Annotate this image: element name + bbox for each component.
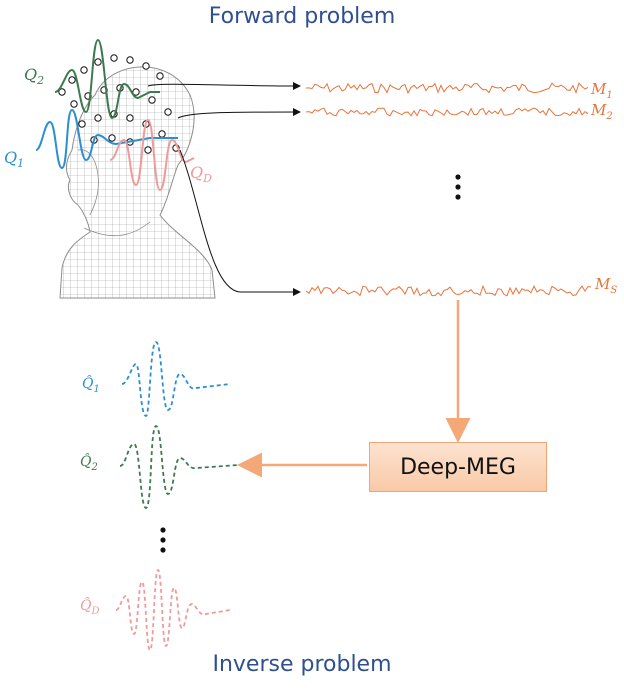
sensor-circle [158, 130, 166, 138]
estimate-waveform-q2 [119, 425, 239, 509]
source-waveform-q1 [35, 108, 178, 170]
deep-meg-model-box: Deep-MEG [369, 442, 547, 492]
sensor-arrow-ms [179, 149, 301, 296]
sensor-circle [78, 120, 86, 128]
measurement-signal-ms [305, 284, 592, 297]
sensor-circle [148, 96, 156, 104]
sensor-circle [94, 114, 102, 122]
sensor-circle [68, 76, 76, 84]
sensor-circle [142, 62, 150, 70]
sensor-circle [80, 66, 88, 74]
signal-ellipsis [455, 174, 461, 200]
estimate-label-q1: Q̂1 [82, 374, 100, 395]
measurement-label-m2: M2 [590, 101, 613, 122]
sensor-circle [70, 100, 78, 108]
sensor-circle [164, 108, 172, 116]
sensor-circle [144, 146, 152, 154]
measurement-signal-m1 [305, 82, 589, 95]
source-waveform-q2 [54, 38, 160, 120]
measurement-label-m1: M1 [590, 80, 613, 101]
estimate-waveform-qd [115, 569, 231, 651]
source-label-qd: QD [190, 163, 212, 185]
inverse-problem-title: Inverse problem [212, 652, 392, 677]
sensor-circle [126, 56, 134, 64]
estimate-ellipsis [160, 527, 166, 553]
sensor-circle [108, 134, 116, 142]
sensor-circle [110, 54, 118, 62]
sensor-circle [126, 114, 134, 122]
estimate-label-q2: Q̂2 [80, 452, 98, 473]
measurement-label-ms: MS [594, 275, 617, 296]
sensor-arrow-m1 [147, 81, 301, 90]
sensor-circle [156, 72, 164, 80]
sensor-circle [94, 58, 102, 66]
estimate-label-qd: Q̂D [80, 596, 100, 617]
estimate-waveform-q1 [121, 341, 231, 417]
sensor-arrow-m2 [177, 108, 301, 119]
forward-problem-title: Forward problem [208, 4, 396, 29]
deep-meg-label: Deep-MEG [400, 454, 516, 480]
measurement-signal-m2 [305, 107, 589, 117]
source-label-q1: Q1 [4, 148, 24, 170]
sensor-circle [58, 88, 66, 96]
source-waveform-qd [109, 118, 195, 192]
source-label-q2: Q2 [24, 65, 44, 87]
sensor-circle [132, 88, 140, 96]
